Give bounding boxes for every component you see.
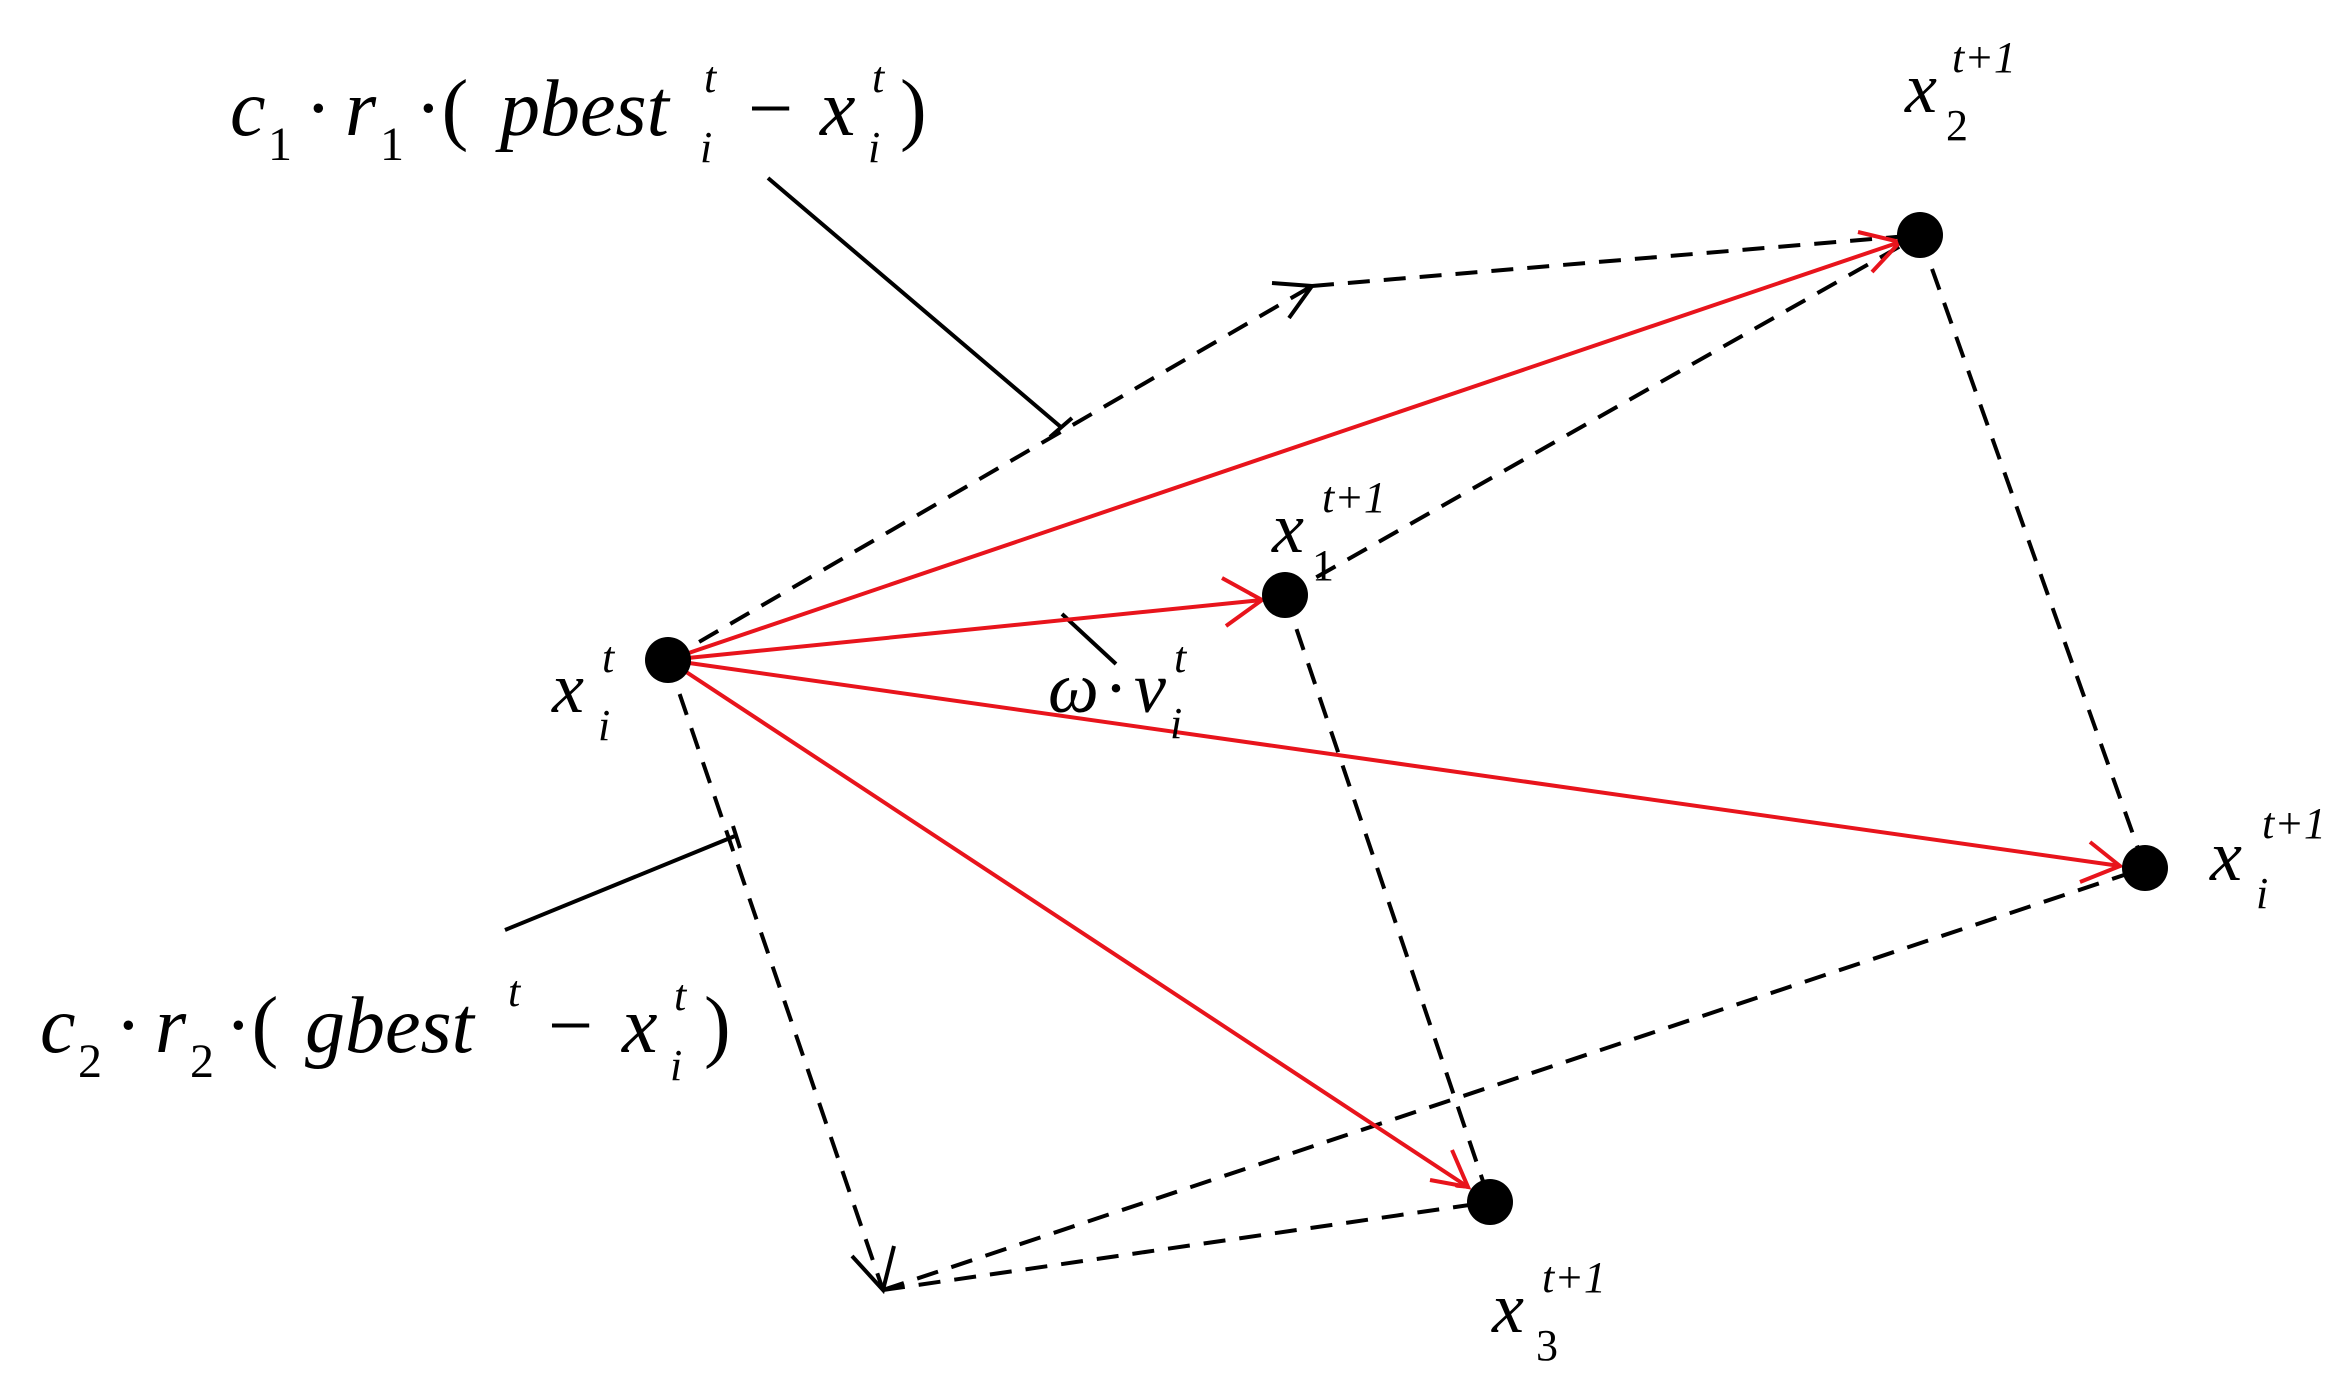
label-x1-t1-sup: t+1 <box>1322 473 1386 522</box>
cognitive-r: r <box>345 65 377 153</box>
label-xi-t1-sup: t+1 <box>2262 799 2326 848</box>
cognitive-x-sup: t <box>872 53 886 102</box>
inertia-dot: · <box>1104 648 1128 728</box>
social-close: ) <box>704 982 731 1070</box>
cognitive-leader-line <box>766 176 1064 430</box>
social-gbest: gbest <box>305 982 476 1070</box>
cognitive-dot1: · <box>305 65 332 153</box>
velocity-arrows <box>666 242 2120 1187</box>
label-x3-t1-sub: 3 <box>1536 1321 1558 1370</box>
inertia-v-sup: t <box>1174 633 1188 682</box>
label-xi-t-base: x <box>551 648 584 728</box>
cognitive-dot-open: ·( <box>415 65 468 153</box>
arrowhead-xi-new <box>2079 840 2124 884</box>
label-xi-t1-sub: i <box>2256 869 2268 918</box>
inertia-omega: ω <box>1048 648 1099 728</box>
social-dot1: · <box>115 982 142 1070</box>
dashed-line-x1-to-x2 <box>1284 233 1921 597</box>
cognitive-term-label: c 1 · r 1 ·( pbest i t − x i t ) <box>230 53 927 172</box>
social-c-sub: 2 <box>78 1035 102 1088</box>
inertia-term-label: ω · v i t <box>1048 633 1188 748</box>
cognitive-r-sub: 1 <box>380 118 404 171</box>
cognitive-x-sub: i <box>868 123 880 172</box>
social-x-sup: t <box>674 971 688 1020</box>
cognitive-pbest-sub: i <box>700 123 712 172</box>
cognitive-minus: − <box>748 65 793 153</box>
dashed-line-xi-to-social-tip <box>666 659 885 1291</box>
cognitive-pbest-sup: t <box>704 53 718 102</box>
arrow-inertia <box>667 600 1262 662</box>
cognitive-arrowhead <box>1271 281 1316 320</box>
label-x2-t1-base: x <box>1904 48 1937 128</box>
construction-lines <box>666 233 2147 1292</box>
label-x1-t1: x 1 t+1 <box>1271 473 1386 590</box>
label-x2-t1: x 2 t+1 <box>1904 33 2016 150</box>
social-c: c <box>40 982 76 1070</box>
social-term-label: c 2 · r 2 ·( gbest t − x i t ) <box>40 967 731 1090</box>
social-arrowhead <box>850 1245 896 1295</box>
label-x2-t1-sub: 2 <box>1946 101 1968 150</box>
dashed-line-xi-to-cognitive-tip <box>666 284 1314 662</box>
label-x2-t1-sup: t+1 <box>1952 33 2016 82</box>
label-xi-t-sup: t <box>602 633 616 682</box>
arrow-to-x3 <box>666 658 1468 1187</box>
label-xi-t: x i t <box>551 633 616 750</box>
arrowhead-inertia <box>1221 576 1266 628</box>
social-leader-line <box>504 834 736 932</box>
cognitive-c-sub: 1 <box>268 118 292 171</box>
point-x3-t1 <box>1467 1179 1513 1225</box>
label-x3-t1-base: x <box>1491 1268 1524 1348</box>
cognitive-x: x <box>819 65 856 153</box>
points <box>645 212 2168 1225</box>
cognitive-leader-tick <box>1048 416 1074 439</box>
arrowhead-x3 <box>1429 1149 1472 1190</box>
dashed-line-x1-to-x3 <box>1283 594 1492 1203</box>
point-x2-t1 <box>1897 212 1943 258</box>
label-xi-t1: x i t+1 <box>2209 799 2326 918</box>
cognitive-c: c <box>230 65 266 153</box>
point-xi-t1 <box>2122 845 2168 891</box>
dashed-line-social-tip-to-x3 <box>882 1200 1491 1292</box>
social-leader-tick <box>731 825 742 849</box>
dashed-arrowheads <box>850 281 1316 1295</box>
dashed-line-social-tip-to-xi-new <box>882 866 2146 1292</box>
arrow-to-xi-new <box>667 658 2120 866</box>
label-x1-t1-sub: 1 <box>1312 541 1334 590</box>
social-minus: − <box>548 982 593 1070</box>
social-gbest-sup: t <box>508 967 522 1016</box>
dashed-line-cognitive-tip-to-x2 <box>1311 233 1921 288</box>
inertia-v-sub: i <box>1170 699 1182 748</box>
social-r-sub: 2 <box>190 1035 214 1088</box>
point-xi-t <box>645 637 691 683</box>
inertia-leader-tick <box>1060 612 1118 666</box>
point-x1-t1 <box>1262 572 1308 618</box>
point-labels: x i t x 1 t+1 x 2 t+1 x 3 t+1 x i t+1 <box>551 33 2326 1370</box>
social-x: x <box>621 982 658 1070</box>
label-x1-t1-base: x <box>1271 488 1304 568</box>
social-x-sub: i <box>670 1041 682 1090</box>
inertia-v: v <box>1134 648 1166 728</box>
social-r: r <box>155 982 187 1070</box>
label-x3-t1-sup: t+1 <box>1542 1253 1606 1302</box>
arrow-to-x2 <box>667 242 1900 662</box>
label-leader-lines <box>504 176 1118 932</box>
label-xi-t1-base: x <box>2209 816 2242 896</box>
cognitive-pbest: pbest <box>495 65 671 153</box>
social-dot-open: ·( <box>225 982 278 1070</box>
cognitive-close: ) <box>900 65 927 153</box>
label-xi-t-sub: i <box>598 701 610 750</box>
label-x3-t1: x 3 t+1 <box>1491 1253 1606 1370</box>
dashed-line-x2-to-xi-new <box>1918 234 2147 869</box>
